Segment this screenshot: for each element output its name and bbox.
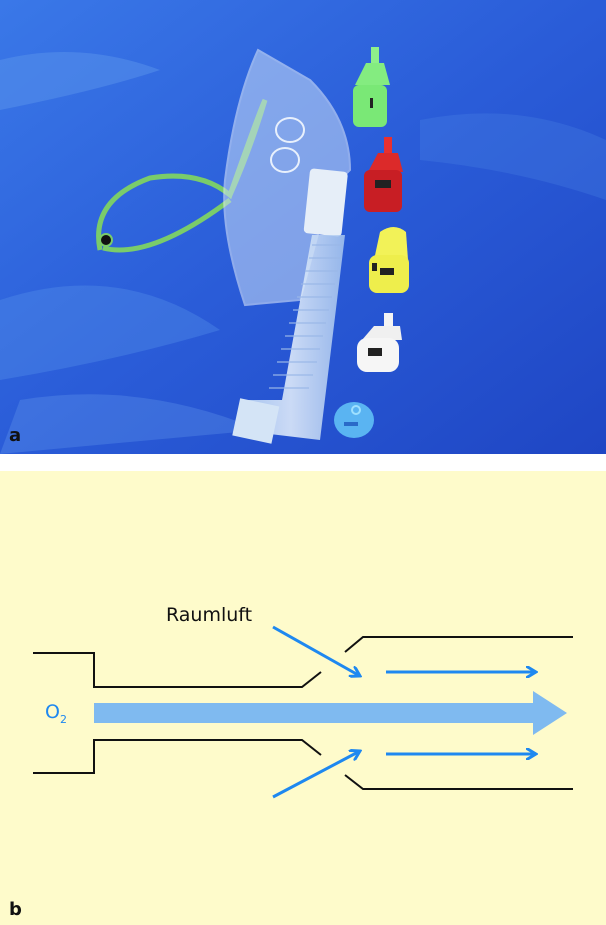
adapter-blue — [334, 402, 374, 438]
adapter-white — [357, 313, 402, 372]
panel-label-b: b — [9, 899, 22, 920]
venturi-flow-diagram — [33, 625, 573, 799]
adapter-red — [364, 137, 403, 212]
venturi-mask-photo — [0, 0, 606, 454]
oxygen-label: O2 — [45, 701, 67, 726]
oxygen-subscript: 2 — [59, 712, 67, 726]
nozzle-outline — [33, 636, 573, 790]
adapter-green — [353, 47, 390, 127]
main-oxygen-flow-arrow — [94, 691, 567, 735]
oxygen-symbol: O — [45, 701, 60, 723]
diagram-panel-b: Raumluft O2 b — [0, 471, 606, 925]
photo-panel-a: a — [0, 0, 606, 454]
adapter-yellow — [369, 227, 409, 293]
room-air-label: Raumluft — [166, 604, 253, 626]
room-air-arrows — [272, 625, 536, 799]
panel-label-a: a — [9, 425, 22, 446]
